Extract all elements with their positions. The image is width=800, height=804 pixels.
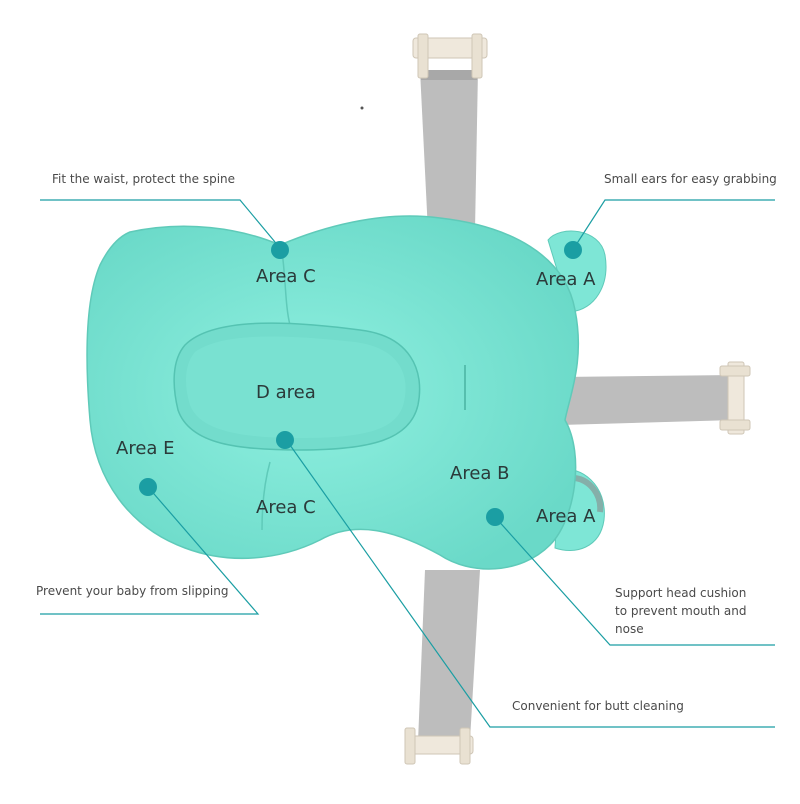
callout-dot-d-area: [276, 431, 294, 449]
right-buckle: [727, 361, 745, 435]
d-area-label: D area: [256, 382, 316, 403]
caption-head-line1: Support head cushion: [615, 586, 747, 600]
callout-line-head: [494, 516, 775, 646]
bottom-strap: [404, 570, 480, 765]
caption-ears: Small ears for easy grabbing: [604, 172, 777, 186]
area-b-label: Area B: [450, 463, 510, 484]
callout-dot-area-b: [486, 508, 504, 526]
callout-line-waist: [40, 199, 281, 249]
caption-head-line3: nose: [615, 622, 644, 636]
right-strap: [560, 361, 751, 435]
caption-slipping: Prevent your baby from slipping: [36, 584, 229, 598]
callout-line-butt: [284, 437, 775, 728]
callout-line-ears: [573, 199, 775, 249]
caption-head: Support head cushion to prevent mouth an…: [615, 584, 746, 638]
caption-waist: Fit the waist, protect the spine: [52, 172, 236, 186]
callout-lines: [40, 199, 775, 728]
callout-dot-area-e: [139, 478, 157, 496]
callout-dots: [139, 241, 582, 526]
callout-line-slipping: [40, 486, 260, 615]
caption-butt: Convenient for butt cleaning: [512, 699, 684, 713]
top-strap: [412, 33, 488, 232]
area-a-top-label: Area A: [536, 269, 596, 290]
caption-head-line2: to prevent mouth and: [615, 604, 747, 618]
area-a-bottom-label: Area A: [536, 506, 596, 527]
area-c-bottom-label: Area C: [256, 497, 316, 518]
callout-dot-area-c-top: [271, 241, 289, 259]
callout-dot-area-a-top: [564, 241, 582, 259]
area-e-label: Area E: [116, 438, 175, 459]
top-buckle: [412, 37, 488, 59]
area-c-top-label: Area C: [256, 266, 316, 287]
